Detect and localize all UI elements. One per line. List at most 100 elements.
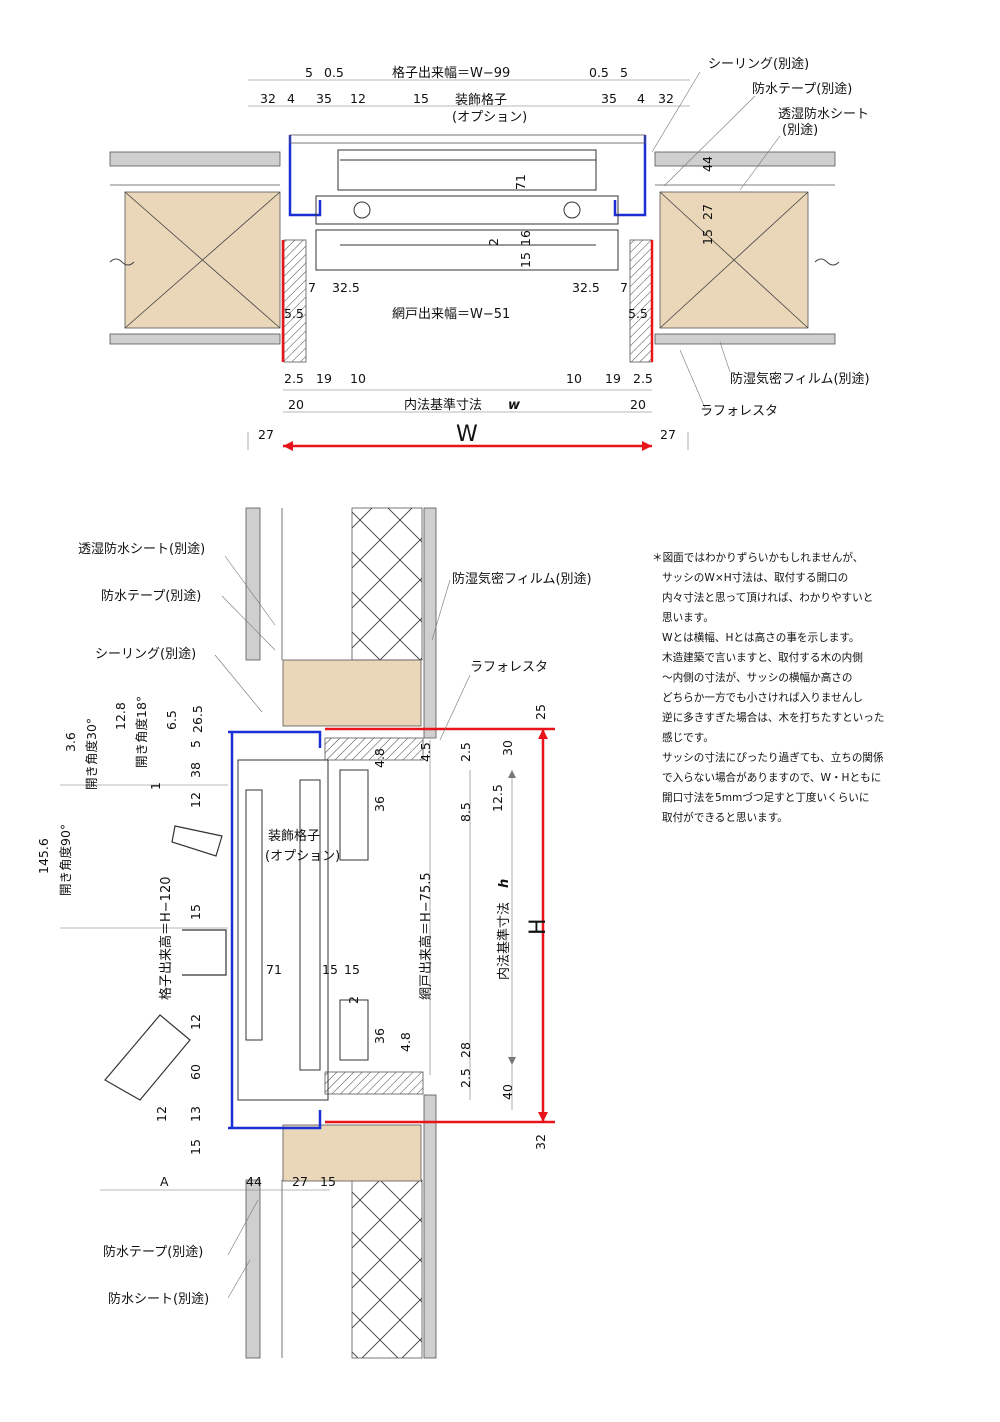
plan-dim: 32.5 xyxy=(572,280,600,295)
plan-dim: 7 xyxy=(620,280,628,295)
plan-jamb-right xyxy=(629,239,653,363)
plan-lath-label: ラフォレスタ xyxy=(700,404,778,419)
section-lattice-label: 装飾格子 xyxy=(268,828,320,844)
note-line: どちらか一方でも小さければ入りませんし xyxy=(662,692,863,704)
note-line: 木造建築で言いますと、取付する木の内側 xyxy=(662,652,863,664)
plan-dim: 44 xyxy=(700,156,715,172)
section-inner-ref-var: h xyxy=(497,879,512,888)
plan-dim: 27 xyxy=(258,427,274,442)
section-angle-18-value: 12.8 xyxy=(113,702,128,730)
section-view xyxy=(60,507,555,1359)
plan-sash-frame xyxy=(288,135,647,217)
plan-dim: 20 xyxy=(630,397,646,412)
plan-dim: 20 xyxy=(288,397,304,412)
section-dim: 13 xyxy=(188,1106,203,1122)
section-dim: 12.5 xyxy=(490,784,505,812)
section-header-wood xyxy=(282,659,422,727)
section-insulation-bottom xyxy=(351,1179,423,1359)
plan-dim: 4 xyxy=(287,91,295,106)
note-line: 〜内側の寸法が、サッシの横幅か高さの xyxy=(662,672,853,684)
section-dim: 5 xyxy=(188,740,203,748)
section-sash-frame xyxy=(228,730,322,1130)
section-dim: 36 xyxy=(372,796,387,812)
plan-dim-05-right: 0.5 xyxy=(589,65,609,80)
plan-dim: 2.5 xyxy=(284,371,304,386)
section-dim: 27 xyxy=(292,1174,308,1189)
plan-dim: 12 xyxy=(350,91,366,106)
plan-dim: 71 xyxy=(513,174,528,190)
plan-dim: 15 xyxy=(413,91,429,106)
plan-lattice-option: (オプション) xyxy=(452,110,527,125)
plan-dim-5-right: 5 xyxy=(620,65,628,80)
section-dim: 15 xyxy=(188,1139,203,1155)
section-dim-A: A xyxy=(160,1174,169,1189)
plan-dim: 5.5 xyxy=(628,306,648,321)
plan-dim-05-left: 0.5 xyxy=(324,65,344,80)
section-dim: 38 xyxy=(188,762,203,778)
note-line: で入らない場合がありますので、W・Hともに xyxy=(662,772,882,784)
section-vapor-label: 防湿気密フィルム(別途) xyxy=(452,571,592,587)
section-sill-wood xyxy=(282,1124,422,1182)
plan-dim: 10 xyxy=(350,371,366,386)
note-line: サッシのW×H寸法は、取付する開口の xyxy=(662,572,849,584)
section-angle-30-value: 3.6 xyxy=(63,732,78,752)
section-insulation-top xyxy=(351,507,423,661)
plan-dim: 15 xyxy=(700,229,715,245)
section-dim: 25 xyxy=(533,704,548,720)
plan-labels: 5 0.5 格子出来幅＝W−99 0.5 5 32 4 35 12 15 35 … xyxy=(258,56,870,447)
plan-dim: 4 xyxy=(637,91,645,106)
plan-vapor-label: 防湿気密フィルム(別途) xyxy=(730,371,870,387)
section-screen-height: 網戸出来高＝H−75.5 xyxy=(418,872,434,1000)
plan-screen xyxy=(315,229,619,271)
section-screen xyxy=(339,769,369,861)
section-dim: 15 xyxy=(188,904,203,920)
section-dim: 15 xyxy=(320,1174,336,1189)
plan-lattice-label: 装飾格子 xyxy=(455,92,507,108)
section-dim: 12 xyxy=(154,1106,169,1122)
plan-jamb-left xyxy=(283,239,307,363)
plan-dim: 16 xyxy=(518,230,533,246)
plan-dim: 19 xyxy=(605,371,621,386)
section-tape-label-bottom: 防水テープ(別途) xyxy=(103,1244,203,1260)
plan-sealing-label: シーリング(別途) xyxy=(708,56,809,72)
plan-dim: 35 xyxy=(601,91,617,106)
plan-dim: 32.5 xyxy=(332,280,360,295)
section-angle-90-value: 145.6 xyxy=(36,838,51,874)
plan-lattice-width: 格子出来幅＝W−99 xyxy=(392,65,510,81)
section-dim: 2.5 xyxy=(458,1068,473,1088)
plan-tape-label: 防水テープ(別途) xyxy=(752,81,852,97)
note-line: 逆に多きすぎた場合は、木を打ちたすといった xyxy=(662,712,885,724)
section-dim: 44 xyxy=(246,1174,262,1189)
note-line: 内々寸法と思って頂ければ、わかりやすいと xyxy=(662,592,874,604)
plan-screen-width: 網戸出来幅＝W−51 xyxy=(392,307,510,322)
section-angle-18: 開き角度18° xyxy=(134,696,149,768)
plan-dim-5-left: 5 xyxy=(305,65,313,80)
plan-sheet-label-2: (別途) xyxy=(782,122,818,138)
section-dim: 15 xyxy=(322,962,338,977)
plan-dim: 27 xyxy=(700,204,715,220)
section-inner-ref: 内法基準寸法 xyxy=(496,902,512,980)
note-block: ＊図面ではわかりずらいかもしれませんが、 サッシのW×H寸法は、取付する開口の … xyxy=(652,548,992,828)
plan-dim: 2.5 xyxy=(633,371,653,386)
note-line: 感じです。 xyxy=(662,732,714,744)
section-dim: 6.5 xyxy=(164,710,179,730)
plan-dim: 27 xyxy=(660,427,676,442)
note-line: サッシの寸法にぴったり過ぎても、立ちの関係 xyxy=(662,752,884,764)
section-dim: 4.8 xyxy=(372,748,387,768)
section-H-label: H xyxy=(526,918,551,935)
plan-inner-ref-var: w xyxy=(508,398,521,413)
section-dim: 2 xyxy=(346,996,361,1004)
note-line: 開口寸法を5mmづつ足すと丁度いくらいに xyxy=(662,792,870,804)
section-sheet-label-bottom: 防水シート(別途) xyxy=(108,1291,209,1307)
section-dim: 36 xyxy=(372,1028,387,1044)
section-sealing-label: シーリング(別途) xyxy=(95,646,196,662)
plan-dim: 5.5 xyxy=(284,306,304,321)
section-tape-label: 防水テープ(別途) xyxy=(101,588,201,604)
plan-cladding-left xyxy=(109,151,281,167)
section-angle-90: 開き角度90° xyxy=(58,824,73,896)
section-dim: 4.8 xyxy=(398,1032,413,1052)
section-dim: 15 xyxy=(344,962,360,977)
section-dim: 40 xyxy=(500,1084,515,1100)
section-labels: 透湿防水シート(別途) 防水テープ(別途) シーリング(別途) 防湿気密フィルム… xyxy=(36,541,592,1307)
